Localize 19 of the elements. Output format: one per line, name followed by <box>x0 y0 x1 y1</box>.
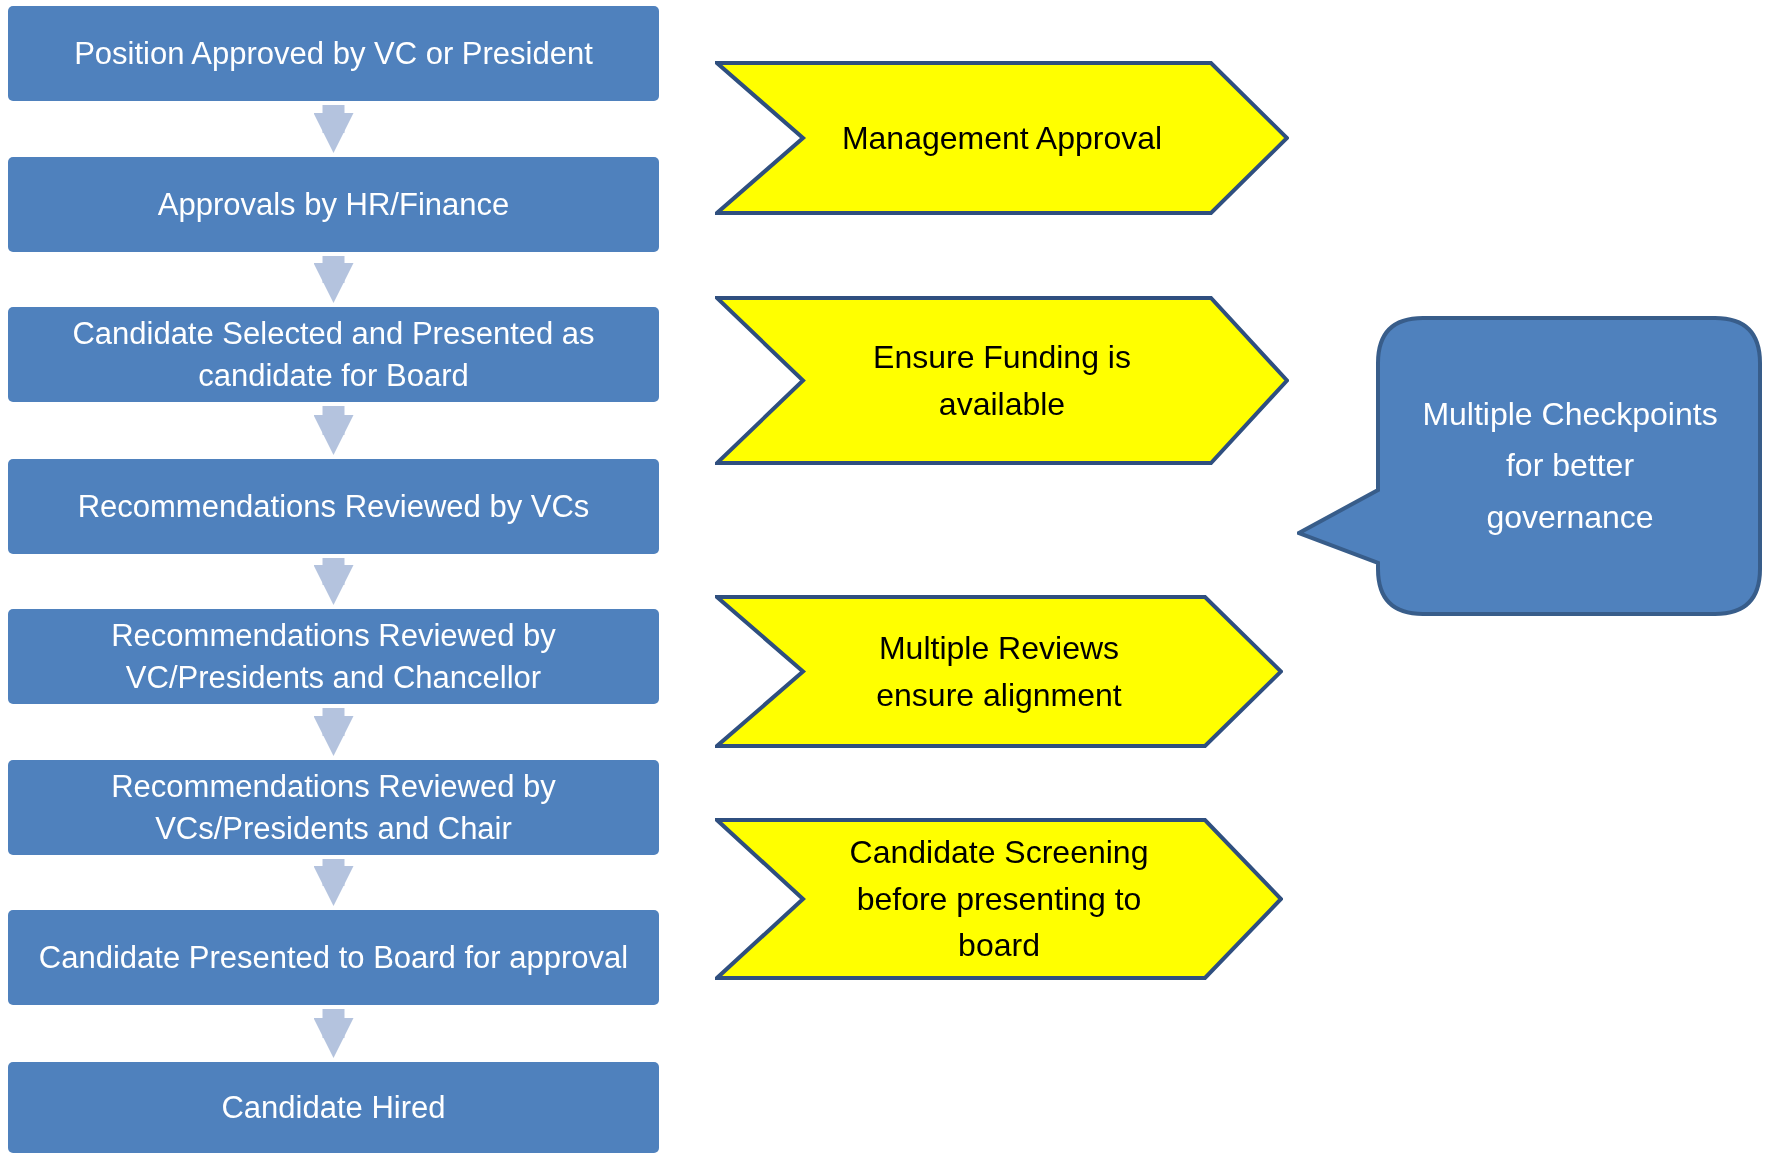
process-box: Candidate Selected and Presented as candidate for Board <box>8 307 659 402</box>
down-arrow <box>313 256 354 303</box>
callout-text: Multiple Checkpoints for better governance <box>1421 395 1719 537</box>
process-box: Position Approved by VC or President <box>8 6 659 101</box>
process-box: Approvals by HR/Finance <box>8 157 659 252</box>
down-arrow <box>313 859 354 906</box>
process-box: Recommendations Reviewed by VC/Presidents and Chancellor <box>8 609 659 704</box>
chevron-label: Ensure Funding is available <box>873 339 1131 422</box>
process-box: Candidate Presented to Board for approval <box>8 910 659 1005</box>
down-arrow <box>313 105 354 153</box>
chevron-label: Candidate Screening before presenting to board <box>849 834 1149 964</box>
down-arrow <box>313 406 354 455</box>
down-arrow <box>313 708 354 756</box>
process-box: Candidate Hired <box>8 1062 659 1153</box>
process-box: Recommendations Reviewed by VCs/Presidents and Chair <box>8 760 659 855</box>
down-arrow <box>313 558 354 605</box>
chevron-label: Multiple Reviews ensure alignment <box>876 630 1122 713</box>
chevron-label: Management Approval <box>841 119 1163 156</box>
process-box: Recommendations Reviewed by VCs <box>8 459 659 554</box>
